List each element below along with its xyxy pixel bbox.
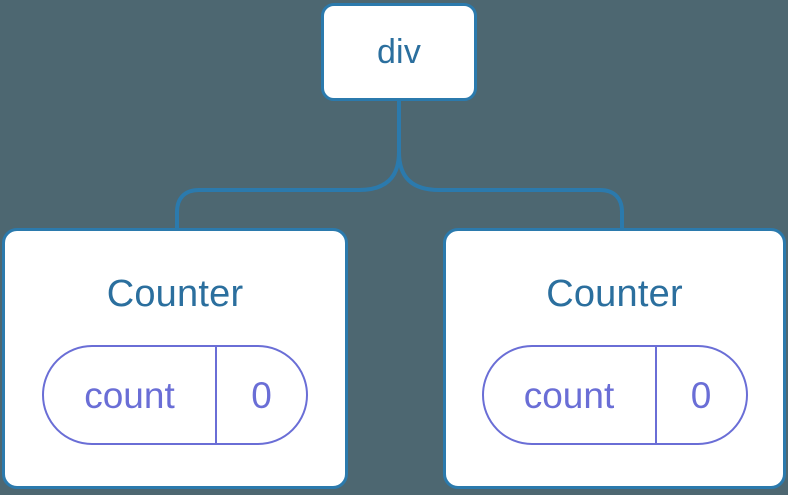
state-key-left: count xyxy=(44,347,217,443)
node-div-label: div xyxy=(376,33,422,71)
node-div[interactable]: div xyxy=(321,3,477,101)
node-counter-right-label: Counter xyxy=(546,273,683,315)
state-value-left: 0 xyxy=(251,374,272,416)
connector-left-branch xyxy=(175,99,401,230)
node-counter-right[interactable]: Counter count 0 xyxy=(443,228,786,489)
state-key-right: count xyxy=(484,347,657,443)
node-counter-left-label: Counter xyxy=(106,273,244,315)
state-value-right: 0 xyxy=(690,374,712,416)
state-pill-left[interactable]: count 0 xyxy=(42,345,308,445)
connector-right-branch xyxy=(397,99,624,230)
node-counter-left[interactable]: Counter count 0 xyxy=(2,228,348,489)
state-pill-right[interactable]: count 0 xyxy=(481,345,748,445)
